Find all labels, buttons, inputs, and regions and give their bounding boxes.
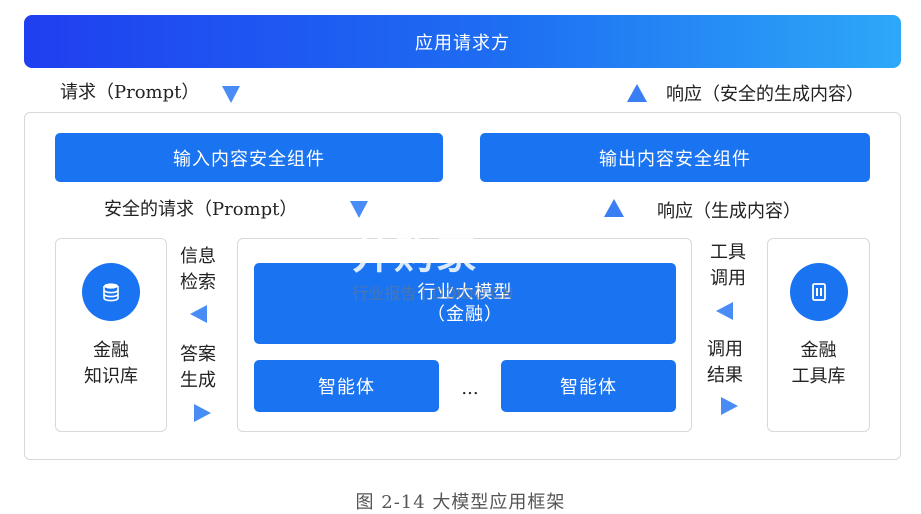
tool-library-panel	[767, 238, 870, 432]
retrieval-line2: 检索	[180, 272, 216, 293]
agent-right-block: 智能体	[501, 360, 676, 412]
answer-line1: 答案	[180, 344, 216, 365]
output-security-component: 输出内容安全组件	[480, 133, 870, 182]
retrieval-line1: 信息	[180, 246, 216, 267]
right-arrow-icon	[194, 404, 211, 422]
up-arrow-icon	[627, 84, 647, 102]
answer-line2: 生成	[180, 370, 216, 391]
call-result-label: 调用 结果	[697, 337, 753, 389]
tool-call-line2: 调用	[710, 268, 746, 289]
knowledge-base-line2: 知识库	[84, 366, 138, 387]
call-result-line1: 调用	[707, 339, 743, 360]
tool-call-label: 工具 调用	[700, 240, 756, 292]
agent-right-label: 智能体	[560, 377, 617, 398]
request-label: 请求（Prompt）	[60, 82, 200, 103]
requester-title: 应用请求方	[415, 32, 510, 54]
industry-model-block: 行业大模型 （金融）	[254, 263, 676, 344]
down-arrow-icon	[350, 201, 368, 218]
left-arrow-icon	[716, 302, 733, 320]
input-security-component: 输入内容安全组件	[55, 133, 443, 182]
left-arrow-icon	[190, 305, 207, 323]
agent-left-block: 智能体	[254, 360, 439, 412]
safe-request-label: 安全的请求（Prompt）	[104, 199, 298, 220]
tool-library-line1: 金融	[800, 340, 837, 361]
requester-bar: 应用请求方	[24, 15, 901, 68]
knowledge-base-line1: 金融	[93, 340, 129, 361]
tool-call-line1: 工具	[710, 242, 746, 263]
document-icon	[790, 263, 848, 321]
up-arrow-icon	[604, 199, 624, 217]
figure-caption: 图 2-14 大模型应用框架	[355, 492, 566, 513]
generated-response-label: 响应（生成内容）	[657, 201, 801, 222]
answer-generation-label: 答案 生成	[170, 342, 226, 394]
knowledge-base-label: 金融 知识库	[55, 338, 167, 390]
response-label: 响应（安全的生成内容）	[666, 84, 864, 105]
tool-library-label: 金融 工具库	[767, 338, 870, 390]
tool-library-line2: 工具库	[791, 366, 846, 387]
industry-model-line1: 行业大模型	[417, 281, 513, 303]
database-icon	[82, 263, 140, 321]
input-security-label: 输入内容安全组件	[173, 148, 325, 170]
output-security-label: 输出内容安全组件	[599, 148, 751, 170]
agent-left-label: 智能体	[318, 377, 375, 398]
ellipsis: ...	[461, 378, 479, 399]
call-result-line2: 结果	[707, 365, 743, 386]
industry-model-line2: （金融）	[427, 303, 503, 325]
right-arrow-icon	[721, 397, 738, 415]
down-arrow-icon	[222, 86, 240, 103]
retrieval-label: 信息 检索	[170, 244, 226, 296]
